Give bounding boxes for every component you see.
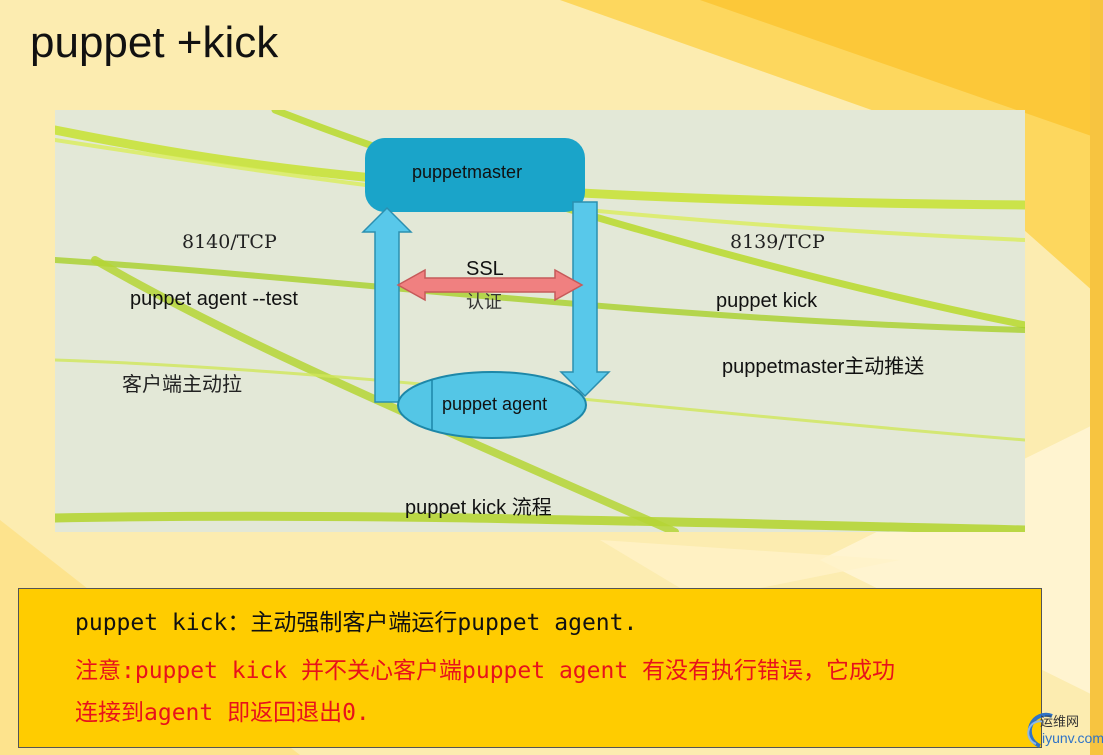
note-line-3: 连接到agent 即返回退出0. xyxy=(75,700,370,726)
puppet-agent-node xyxy=(397,371,587,439)
watermark-logo-icon xyxy=(1027,712,1053,748)
slide-title: puppet +kick xyxy=(30,18,279,67)
left-command-label: puppet agent --test xyxy=(130,288,298,310)
puppet-agent-label: puppet agent xyxy=(442,394,548,414)
ssl-double-arrow-icon xyxy=(396,268,584,302)
left-port-label: 8140/TCP xyxy=(182,231,277,253)
watermark-text-2: iyunv.com xyxy=(1042,730,1103,746)
note-line-1: puppet kick：主动强制客户端运行puppet agent. xyxy=(75,610,638,636)
watermark-text-1: 运维网 xyxy=(1040,715,1080,730)
up-arrow-icon xyxy=(361,206,413,403)
puppet-kick-diagram xyxy=(55,110,1025,532)
right-command-label: puppet kick xyxy=(716,290,818,312)
puppetmaster-label: puppetmaster xyxy=(412,162,523,182)
note-line-2: 注意:puppet kick 并不关心客户端puppet agent 有没有执行… xyxy=(75,658,896,684)
ssl-label: SSL xyxy=(466,258,504,280)
right-port-label: 8139/TCP xyxy=(730,231,825,253)
note-box: puppet kick：主动强制客户端运行puppet agent. 注意:pu… xyxy=(18,588,1042,748)
right-desc-label: puppetmaster主动推送 xyxy=(722,356,925,378)
diagram-caption: puppet kick 流程 xyxy=(405,497,552,519)
down-arrow-icon xyxy=(559,201,611,398)
puppetmaster-node xyxy=(365,138,585,212)
left-desc-label: 客户端主动拉 xyxy=(122,374,242,396)
ssl-auth-label: 认证 xyxy=(466,292,502,312)
